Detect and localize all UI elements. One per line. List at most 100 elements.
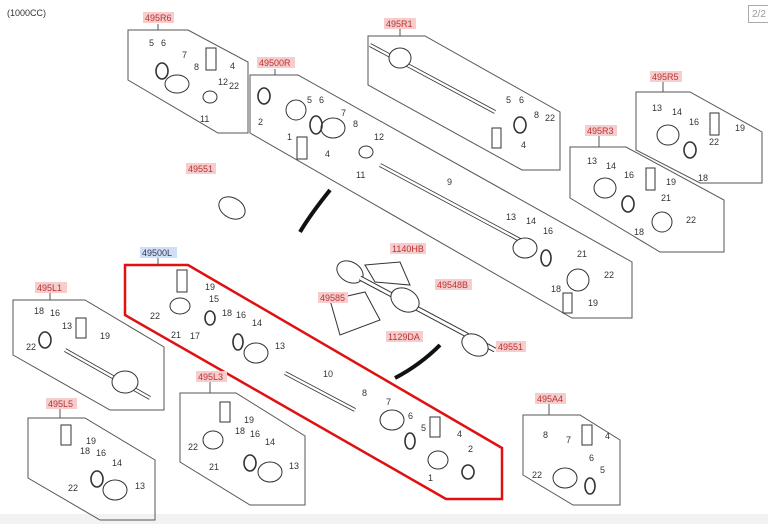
callout-49551-top[interactable]: 49551 — [186, 163, 216, 174]
ref-tag-495r6[interactable]: 495R6 — [143, 12, 174, 23]
part-number-label: 6 — [589, 453, 594, 463]
part-number-label: 14 — [265, 437, 275, 447]
part-number-label: 7 — [182, 50, 187, 60]
callout-1129da[interactable]: 1129DA — [386, 331, 423, 342]
part-number-label: 49548B — [437, 280, 468, 290]
part-number-label: 8 — [534, 110, 539, 120]
part-number-label: 17 — [190, 331, 200, 341]
part-number-label: 6 — [319, 95, 324, 105]
panel-495l1 — [12, 299, 165, 411]
part-number-label: 1129DA — [388, 332, 420, 342]
part-number-label: 495L3 — [198, 372, 223, 382]
part-number-label: 22 — [150, 311, 160, 321]
part-number-label: 22 — [686, 215, 696, 225]
part-number-label: 12 — [374, 132, 384, 142]
panel-495r1 — [367, 35, 561, 171]
part-number-label: 13 — [652, 103, 662, 113]
part-number-label: 16 — [250, 429, 260, 439]
part-number-label: 49585 — [320, 293, 345, 303]
part-number-label: 495A4 — [537, 394, 563, 404]
drive-shaft-assembly[interactable] — [204, 188, 497, 380]
ref-tag-495r1[interactable]: 495R1 — [384, 18, 416, 29]
part-number-label: 22 — [604, 270, 614, 280]
part-number-label: 22 — [26, 342, 36, 352]
part-number-label: 49500L — [142, 248, 172, 258]
part-number-label: 12 — [218, 77, 228, 87]
part-number-label: 19 — [86, 436, 96, 446]
ref-tag-495l3[interactable]: 495L3 — [196, 371, 227, 382]
part-number-label: 7 — [386, 397, 391, 407]
part-number-label: 22 — [229, 81, 239, 91]
part-number-label: 13 — [289, 461, 299, 471]
part-number-label: 22 — [68, 483, 78, 493]
part-number-label: 2 — [258, 117, 263, 127]
part-number-label: 4 — [605, 431, 610, 441]
ref-tag-495l1[interactable]: 495L1 — [35, 282, 67, 293]
part-number-label: 5 — [307, 95, 312, 105]
ref-tag-495l5[interactable]: 495L5 — [46, 398, 77, 409]
part-number-label: 14 — [606, 161, 616, 171]
part-number-label: 8 — [194, 62, 199, 72]
shaft-rods — [64, 43, 521, 412]
ref-tag-49500l[interactable]: 49500L — [140, 247, 177, 258]
part-number-label: 495L5 — [48, 399, 73, 409]
ref-tag-495r5[interactable]: 495R5 — [650, 71, 682, 82]
part-number-label: 19 — [666, 177, 676, 187]
part-number-label: 7 — [566, 435, 571, 445]
panel-495l5 — [27, 417, 156, 521]
part-number-label: 22 — [188, 442, 198, 452]
part-number-label: 11 — [356, 170, 365, 180]
part-number-label: 18 — [698, 173, 708, 183]
callout-49548b[interactable]: 49548B — [435, 279, 472, 290]
part-number-label: 18 — [80, 446, 90, 456]
ref-tag-495r3[interactable]: 495R3 — [585, 125, 617, 136]
part-number-label: 495R1 — [386, 19, 413, 29]
callout-49551-right[interactable]: 49551 — [496, 341, 526, 352]
bottom-bar — [0, 514, 768, 524]
engine-caption: (1000CC) — [7, 8, 47, 18]
part-number-label: 1 — [287, 132, 292, 142]
part-number-label: 18 — [222, 308, 232, 318]
component-shapes — [38, 47, 720, 501]
part-number-label: 8 — [543, 430, 548, 440]
part-number-label: 22 — [709, 137, 719, 147]
part-number-label: 495R5 — [652, 72, 679, 82]
part-number-label: 4 — [325, 149, 330, 159]
part-number-label: 5 — [600, 465, 605, 475]
callout-49585[interactable]: 49585 — [318, 292, 348, 303]
part-number-label: 49551 — [188, 164, 213, 174]
part-number-label: 16 — [236, 310, 246, 320]
part-number-label: 4 — [521, 140, 526, 150]
part-number-label: 7 — [341, 108, 346, 118]
part-number-label: 14 — [112, 458, 122, 468]
part-number-label: 18 — [551, 284, 561, 294]
panel-495a4 — [522, 414, 621, 506]
part-number-label: 5 — [506, 95, 511, 105]
part-number-label: 6 — [161, 38, 166, 48]
part-number-label: 21 — [171, 330, 181, 340]
part-number-label: 18 — [634, 227, 644, 237]
highlight-outline-49500l[interactable] — [123, 263, 504, 501]
part-number-label: 13 — [275, 341, 285, 351]
ref-tag-495a4[interactable]: 495A4 — [535, 393, 566, 404]
part-number-label: 16 — [543, 226, 553, 236]
callout-1140hb[interactable]: 1140HB — [390, 243, 426, 254]
part-number-label: 495R6 — [145, 13, 172, 23]
part-number-label: 8 — [362, 388, 367, 398]
page-indicator[interactable]: 2/2 — [748, 5, 768, 23]
part-number-label: 18 — [34, 306, 44, 316]
part-number-label: 19 — [735, 123, 745, 133]
part-number-label: 13 — [587, 156, 597, 166]
part-number-label: 14 — [672, 107, 682, 117]
part-number-label: 49551 — [498, 342, 523, 352]
part-number-label: 15 — [209, 294, 219, 304]
part-number-label: 21 — [209, 462, 219, 472]
part-number-label: 16 — [624, 170, 634, 180]
panel-495r3 — [569, 146, 725, 253]
part-number-label: 2 — [468, 444, 473, 454]
ref-tag-49500r[interactable]: 49500R — [257, 57, 295, 68]
part-number-label: 8 — [353, 119, 358, 129]
